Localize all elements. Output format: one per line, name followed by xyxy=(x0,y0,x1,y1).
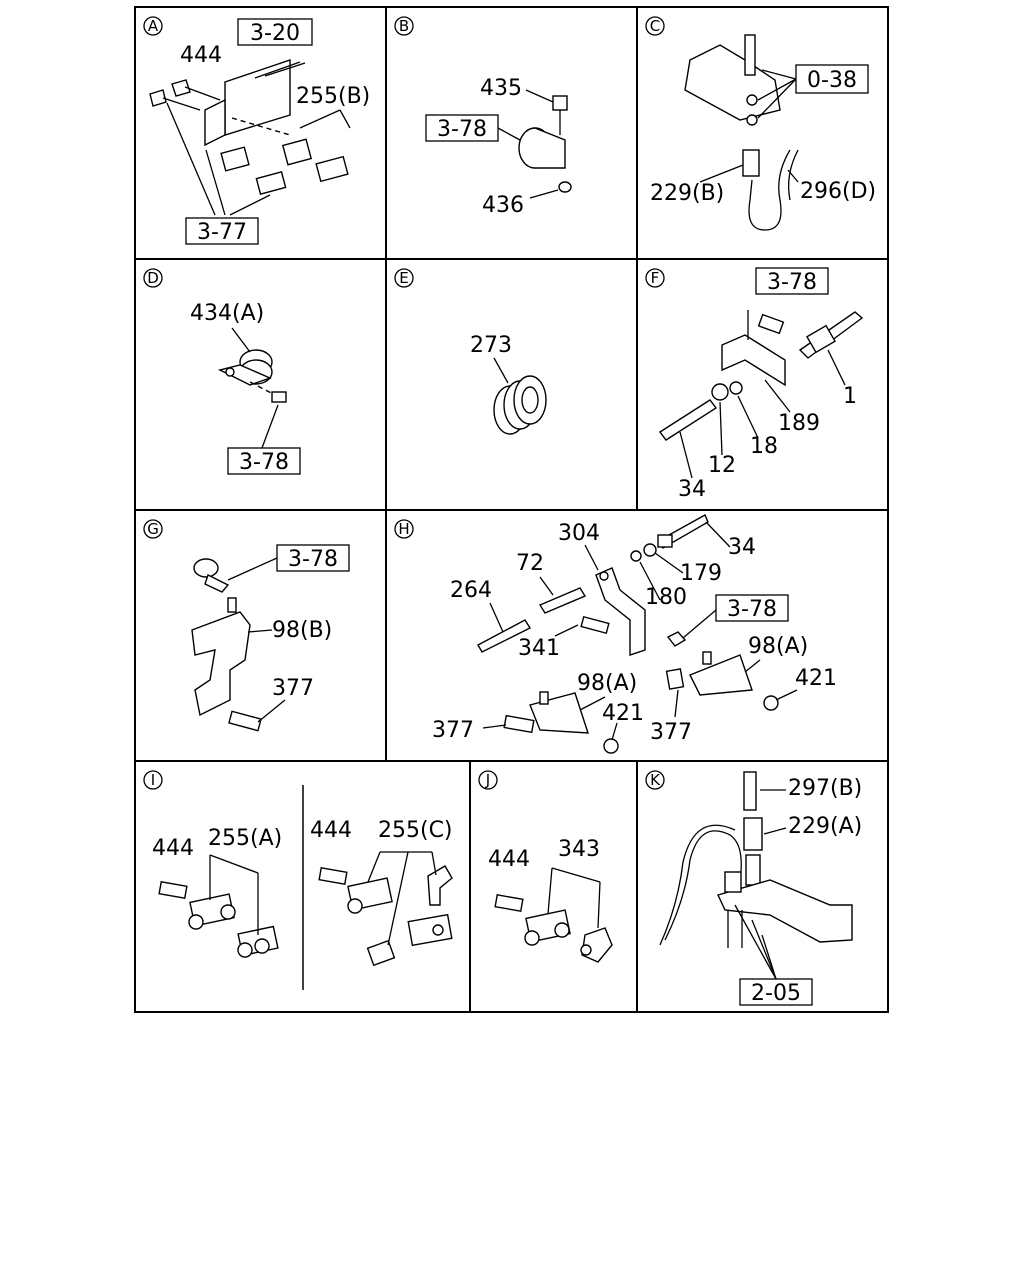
ref-3-78: 3-78 xyxy=(288,547,338,572)
label-343: 343 xyxy=(558,837,600,862)
label-434a: 434(A) xyxy=(190,301,264,326)
label-377: 377 xyxy=(272,676,314,701)
label-444-right: 444 xyxy=(310,818,352,843)
label-229a: 229(A) xyxy=(788,814,862,839)
label-444: 444 xyxy=(180,43,222,68)
panel-f: F 3-78 1 189 18 12 34 xyxy=(645,267,864,502)
panel-letter: J xyxy=(485,771,490,789)
label-18: 18 xyxy=(750,434,778,459)
label-421-right: 421 xyxy=(795,666,837,691)
ref-2-05: 2-05 xyxy=(751,981,801,1006)
label-273: 273 xyxy=(470,333,512,358)
label-297b: 297(B) xyxy=(788,776,862,801)
bracket-hose-drawing xyxy=(684,34,799,231)
label-444: 444 xyxy=(488,847,530,872)
label-304: 304 xyxy=(558,521,600,546)
ref-0-38: 0-38 xyxy=(807,68,857,93)
label-435: 435 xyxy=(480,76,522,101)
panel-d: D 434(A) 3-78 xyxy=(143,268,301,475)
label-180: 180 xyxy=(645,585,687,610)
ref-3-78: 3-78 xyxy=(767,270,817,295)
label-255b: 255(B) xyxy=(296,84,370,109)
panel-letter: D xyxy=(147,269,159,287)
panel-h: H 304 34 72 179 264 180 3-78 341 98(A) 4… xyxy=(394,514,837,754)
bracket-drawing xyxy=(191,557,286,732)
ref-3-20: 3-20 xyxy=(250,21,300,46)
panel-i: I 444 255(A) 444 255(C) xyxy=(143,770,453,967)
ref-3-78: 3-78 xyxy=(239,450,289,475)
label-255a: 255(A) xyxy=(208,826,282,851)
label-189: 189 xyxy=(778,411,820,436)
label-229b: 229(B) xyxy=(650,181,724,206)
label-98a-lower: 98(A) xyxy=(577,671,637,696)
panel-letter: B xyxy=(399,17,409,35)
bracket-cable-drawing xyxy=(477,514,798,754)
panel-letter: F xyxy=(651,269,660,287)
label-179: 179 xyxy=(680,561,722,586)
clamp-drawing xyxy=(217,327,287,449)
tee-fitting-drawing xyxy=(494,867,613,963)
ref-3-78: 3-78 xyxy=(727,597,777,622)
label-12: 12 xyxy=(708,453,736,478)
panel-e: E 273 xyxy=(394,268,547,435)
panel-g: G 3-78 98(B) 377 xyxy=(143,519,350,732)
bracket-cable-drawing xyxy=(658,310,864,479)
panel-c: C 0-38 229(B) 296(D) xyxy=(645,16,876,231)
label-1: 1 xyxy=(843,384,857,409)
ref-3-78: 3-78 xyxy=(437,117,487,142)
label-444-left: 444 xyxy=(152,836,194,861)
panel-letter: C xyxy=(650,17,660,35)
label-377-left: 377 xyxy=(432,718,474,743)
label-34: 34 xyxy=(728,535,756,560)
panel-letter: I xyxy=(151,771,155,789)
label-255c: 255(C) xyxy=(378,818,453,843)
label-341: 341 xyxy=(518,636,560,661)
ref-3-77: 3-77 xyxy=(197,220,247,245)
panel-letter: K xyxy=(650,771,661,789)
label-98a-upper: 98(A) xyxy=(748,634,808,659)
label-72: 72 xyxy=(516,551,544,576)
bracket-pipe-drawing xyxy=(659,771,853,980)
clamp-drawing xyxy=(497,89,572,199)
panel-a: A 3-20 444 255(B) 3-77 xyxy=(143,16,370,245)
label-436: 436 xyxy=(482,193,524,218)
label-421-lower: 421 xyxy=(602,701,644,726)
grommet-drawing xyxy=(493,357,547,435)
panel-letter: E xyxy=(399,269,408,287)
bracket-drawing xyxy=(149,59,351,216)
tee-fittings-drawing xyxy=(158,851,453,967)
panel-grid xyxy=(134,6,889,1013)
label-34: 34 xyxy=(678,477,706,502)
label-264: 264 xyxy=(450,578,492,603)
label-296d: 296(D) xyxy=(800,179,876,204)
label-377-right: 377 xyxy=(650,720,692,745)
label-98b: 98(B) xyxy=(272,618,332,643)
panel-letter: G xyxy=(147,520,159,538)
panel-letter: H xyxy=(398,520,409,538)
panel-j: J 444 343 xyxy=(478,770,613,963)
panel-letter: A xyxy=(148,17,159,35)
panel-b: B 435 3-78 436 xyxy=(394,16,572,218)
panel-k: K 297(B) 229(A) 2-05 xyxy=(645,770,862,1006)
